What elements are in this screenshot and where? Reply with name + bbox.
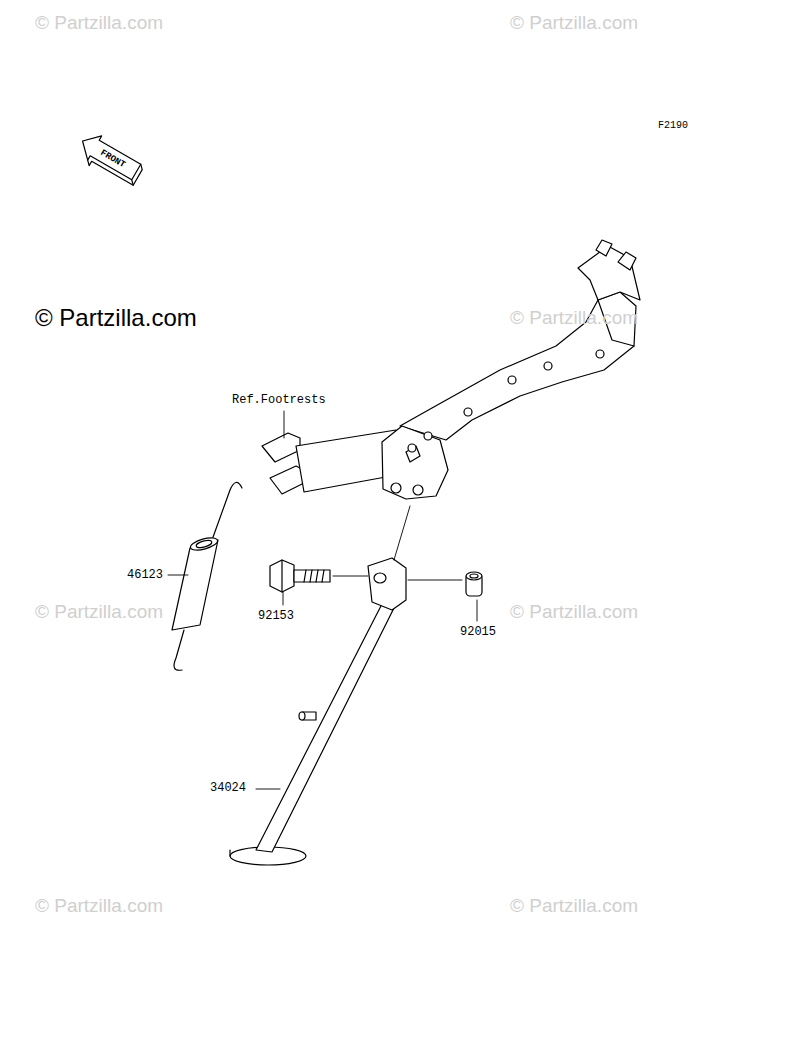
frame-bracket [262, 240, 640, 499]
watermark: © Partzilla.com [510, 13, 638, 32]
watermark: © Partzilla.com [510, 308, 638, 327]
spring [172, 482, 242, 670]
drawing-number: F2190 [658, 121, 688, 131]
watermark: © Partzilla.com [35, 306, 197, 330]
reference-label: Ref.Footrests [232, 394, 326, 406]
callout-number: 46123 [127, 569, 163, 581]
watermark: © Partzilla.com [35, 13, 163, 32]
watermark: © Partzilla.com [510, 602, 638, 621]
leader-lines [168, 411, 477, 789]
watermark: © Partzilla.com [35, 896, 163, 915]
callout-number: 34024 [210, 782, 246, 794]
watermark: © Partzilla.com [510, 896, 638, 915]
nut [466, 572, 482, 596]
side-stand [230, 558, 406, 865]
front-arrow [74, 129, 147, 190]
callout-number: 92015 [460, 626, 496, 638]
watermark: © Partzilla.com [35, 602, 163, 621]
pivot-bolt [270, 560, 330, 592]
callout-number: 92153 [258, 610, 294, 622]
